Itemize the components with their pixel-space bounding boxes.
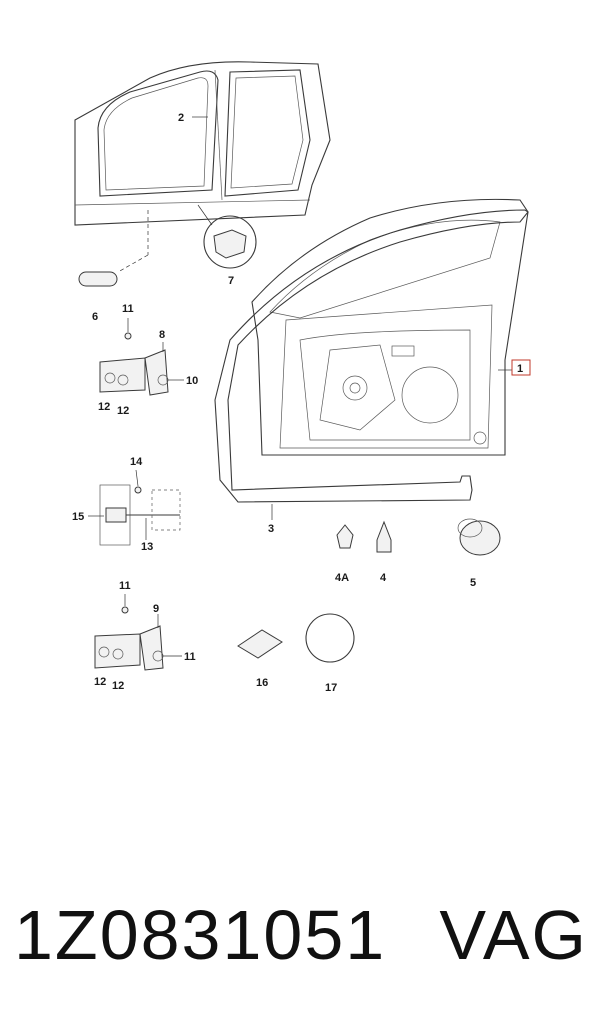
callout-1: 1 [517,363,523,375]
door-shell-part-1 [251,198,529,456]
exploded-parts-diagram: 2 7 6 1 3 4A 4 [72,61,531,694]
callout-16: 16 [256,677,268,689]
callout-9: 9 [153,603,159,615]
callout-3: 3 [268,523,274,535]
door-seal-part-3 [214,209,529,503]
callout-12c: 12 [94,676,106,688]
car-body-side [74,61,331,226]
clip-part-4a [336,524,354,549]
callout-8: 8 [159,329,165,341]
callout-4a: 4A [335,572,349,584]
callout-7: 7 [228,275,234,287]
callout-13: 13 [141,541,153,553]
callout-10: 10 [186,375,198,387]
callout-17: 17 [325,682,337,694]
pad-part-16 [237,629,283,659]
disc-part-17 [305,613,355,663]
callout-12b: 12 [117,405,129,417]
callout-6: 6 [92,311,98,323]
brand-label: VAG [439,896,588,974]
callout-11b: 11 [119,580,131,592]
callout-2: 2 [178,112,184,124]
callout-1-highlight [511,359,531,376]
callout-12d: 12 [112,680,124,692]
plug-part-5 [457,518,501,556]
part-number: 1Z0831051 [14,896,387,974]
upper-hinge [99,332,169,396]
door-check-strap [99,484,181,546]
callout-15: 15 [72,511,84,523]
callout-4: 4 [380,572,387,584]
callout-11a: 11 [122,303,134,315]
callout-5: 5 [470,577,476,589]
footer: 1Z0831051 VAG [0,885,600,995]
callout-12a: 12 [98,401,110,413]
part-6-plug [78,271,118,287]
lower-hinge [94,606,164,671]
callout-11c: 11 [184,651,196,663]
detail-circle-7 [197,204,257,269]
callout-14: 14 [130,456,143,468]
clip-part-4 [376,520,392,553]
